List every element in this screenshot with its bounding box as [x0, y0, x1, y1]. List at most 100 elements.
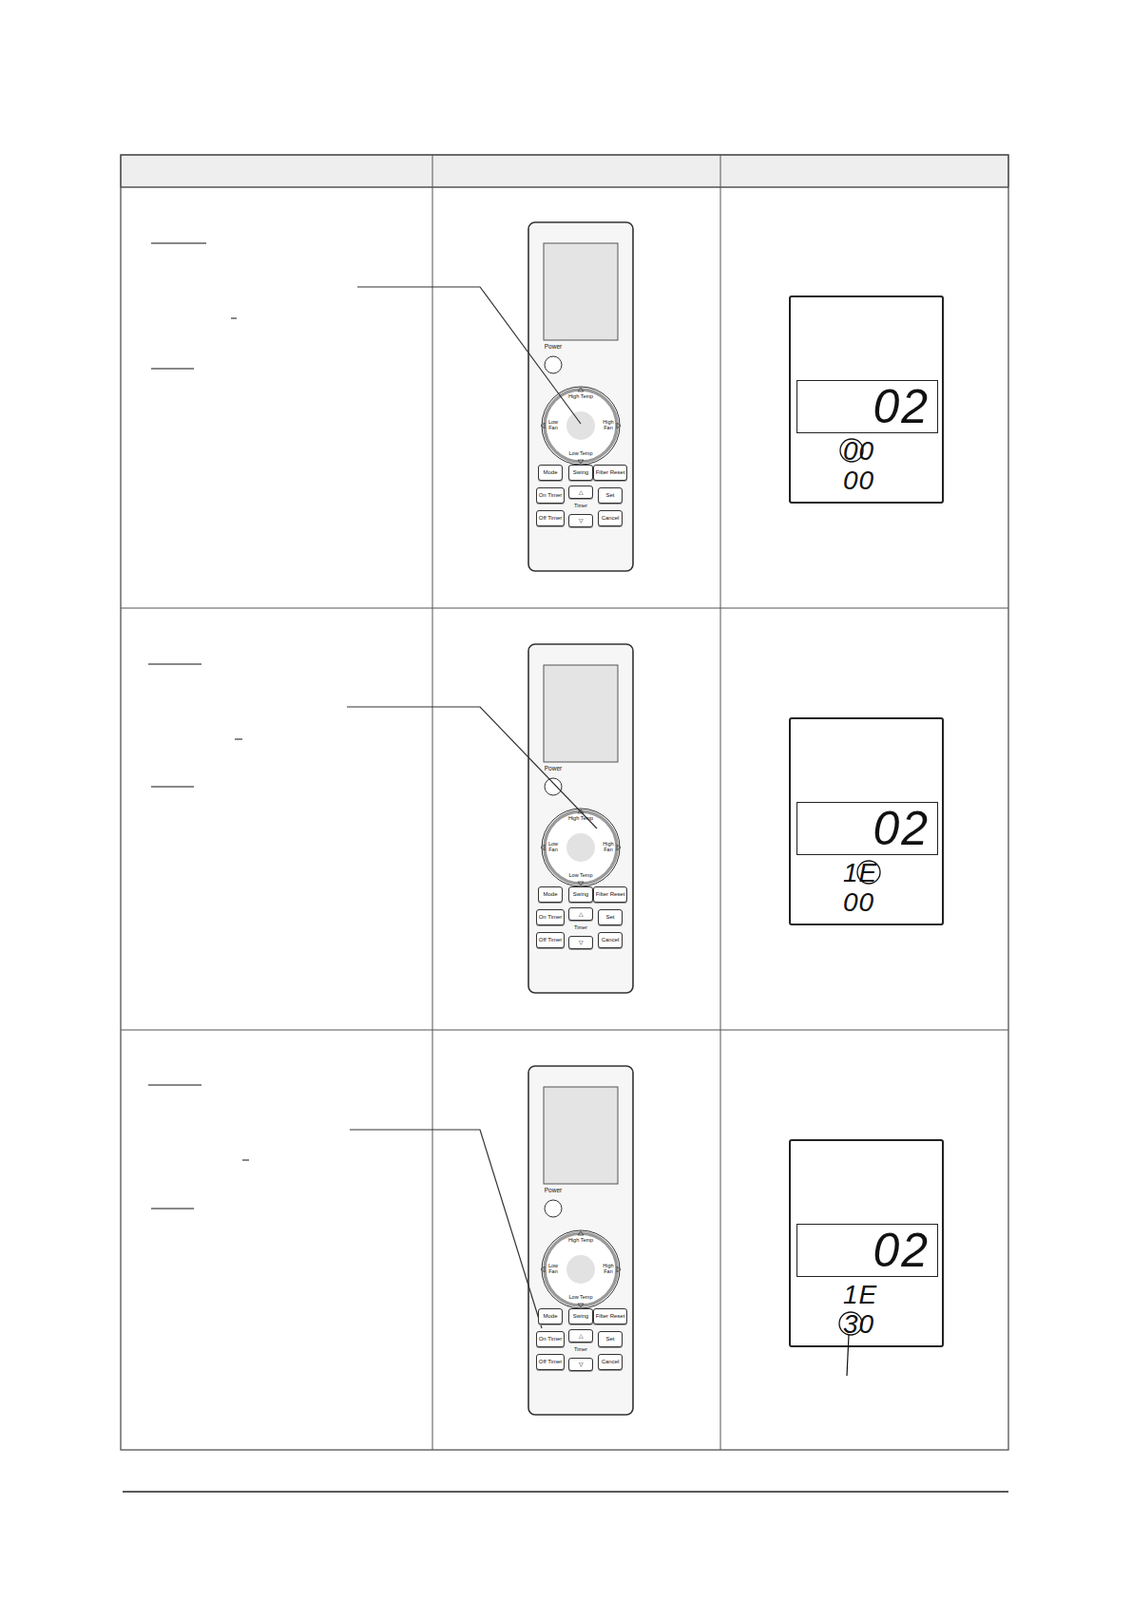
- power-button: [544, 356, 562, 374]
- row-line: [120, 608, 1009, 610]
- remote-button: Set: [597, 909, 623, 926]
- control-label: Power: [538, 766, 568, 773]
- remote-button: Mode: [537, 464, 563, 481]
- leader-line: [346, 707, 597, 829]
- control-label: Timer: [569, 925, 593, 932]
- remote-button: Filter Reset: [593, 464, 628, 481]
- display-digits: 00: [843, 467, 875, 495]
- remote-button: Mode: [537, 1308, 563, 1325]
- button-label: Swing: [573, 1313, 589, 1320]
- remote-button: Swing: [568, 1308, 594, 1325]
- button-label: ▽: [578, 1362, 584, 1368]
- display-digits: 00: [843, 889, 875, 917]
- dial-arrow: [540, 422, 545, 429]
- control-label: Timer: [569, 1347, 593, 1354]
- control-label: High Temp: [564, 1238, 597, 1245]
- remote-button: Filter Reset: [593, 1308, 628, 1325]
- leader-line: [357, 287, 581, 424]
- dial-arrow: [577, 1304, 584, 1308]
- remote-button: ▽: [568, 514, 594, 528]
- control-label: Timer: [569, 503, 593, 510]
- display-digits: 30: [843, 1311, 875, 1339]
- display-digits: 1E: [843, 1282, 878, 1309]
- dial-outer: [541, 386, 620, 465]
- remote-button: ▽: [568, 936, 594, 950]
- remote-button: On Timer: [536, 1331, 565, 1348]
- control-label: Low Fan: [547, 842, 559, 854]
- button-label: On Timer: [538, 914, 563, 921]
- control-label: High Fan: [602, 420, 614, 432]
- lcd-readout: 02: [796, 1224, 939, 1278]
- button-label: Swing: [573, 469, 589, 476]
- dial-arrow: [616, 844, 621, 851]
- remote-body: [528, 644, 634, 994]
- dial-arrow: [577, 387, 584, 392]
- dial-arrow: [577, 1231, 584, 1236]
- column-line: [720, 154, 722, 1451]
- remote-screen: [543, 665, 618, 763]
- remote-button: Off Timer: [536, 932, 565, 949]
- display-panel: 0000 02: [788, 295, 944, 504]
- display-digits: 02: [872, 383, 930, 431]
- control-label: Power: [538, 1188, 568, 1195]
- button-label: On Timer: [538, 492, 563, 499]
- dial-arrow: [577, 460, 584, 464]
- dial-ring: [544, 389, 617, 462]
- remote-button: Swing: [568, 464, 594, 481]
- button-label: Set: [605, 1336, 614, 1343]
- dial-ring: [544, 1233, 617, 1306]
- table-grid: [120, 154, 1009, 1493]
- remote-control: [528, 1066, 634, 1416]
- remote-button: Set: [597, 487, 623, 504]
- control-label: Power: [538, 344, 568, 351]
- button-label: Off Timer: [538, 937, 563, 943]
- dial-ring: [544, 811, 617, 884]
- table-border: [120, 154, 1009, 1451]
- dial-arrow: [540, 1266, 545, 1273]
- button-label: △: [578, 1333, 584, 1340]
- button-label: Swing: [573, 891, 589, 898]
- remote-button: △: [568, 907, 594, 921]
- button-label: Cancel: [601, 937, 620, 943]
- display-digits: 00: [843, 438, 875, 465]
- control-label: High Fan: [602, 842, 614, 854]
- control-label: High Fan: [602, 1264, 614, 1276]
- remote-screen: [543, 243, 618, 341]
- remote-button: Cancel: [597, 1354, 623, 1371]
- remote-button: △: [568, 485, 594, 499]
- display-panel: 1E30 02: [788, 1139, 944, 1348]
- remote-button: ▽: [568, 1358, 594, 1372]
- remote-body: [528, 222, 634, 572]
- remote-body: [528, 1066, 634, 1416]
- button-label: Cancel: [601, 515, 620, 521]
- remote-button: Mode: [537, 886, 563, 903]
- column-line: [432, 154, 434, 1451]
- remote-button: Off Timer: [536, 510, 565, 527]
- dial-arrow: [616, 422, 621, 429]
- display-digits: 02: [872, 1227, 930, 1275]
- button-label: △: [578, 911, 584, 918]
- dial-arrow: [540, 844, 545, 851]
- remote-button: Cancel: [597, 932, 623, 949]
- lcd-readout: 02: [796, 802, 939, 856]
- header-row: [120, 154, 1009, 188]
- remote-controls: [528, 222, 634, 1416]
- remote-button: Cancel: [597, 510, 623, 527]
- remote-button: On Timer: [536, 487, 565, 504]
- display-panel: 1E0002: [788, 717, 944, 926]
- button-label: Off Timer: [538, 515, 563, 521]
- button-label: △: [578, 489, 584, 496]
- control-label: High Temp: [564, 816, 597, 823]
- button-label: Mode: [542, 891, 557, 898]
- dial-center: [566, 833, 595, 863]
- dial-arrow: [616, 1266, 621, 1273]
- remote-screen: [543, 1087, 618, 1185]
- button-label: Filter Reset: [595, 891, 626, 898]
- leader-line: [349, 1130, 542, 1329]
- dial-arrow: [577, 882, 584, 886]
- remote-control: [528, 222, 634, 572]
- control-label: High Temp: [564, 394, 597, 401]
- power-button: [544, 1200, 562, 1218]
